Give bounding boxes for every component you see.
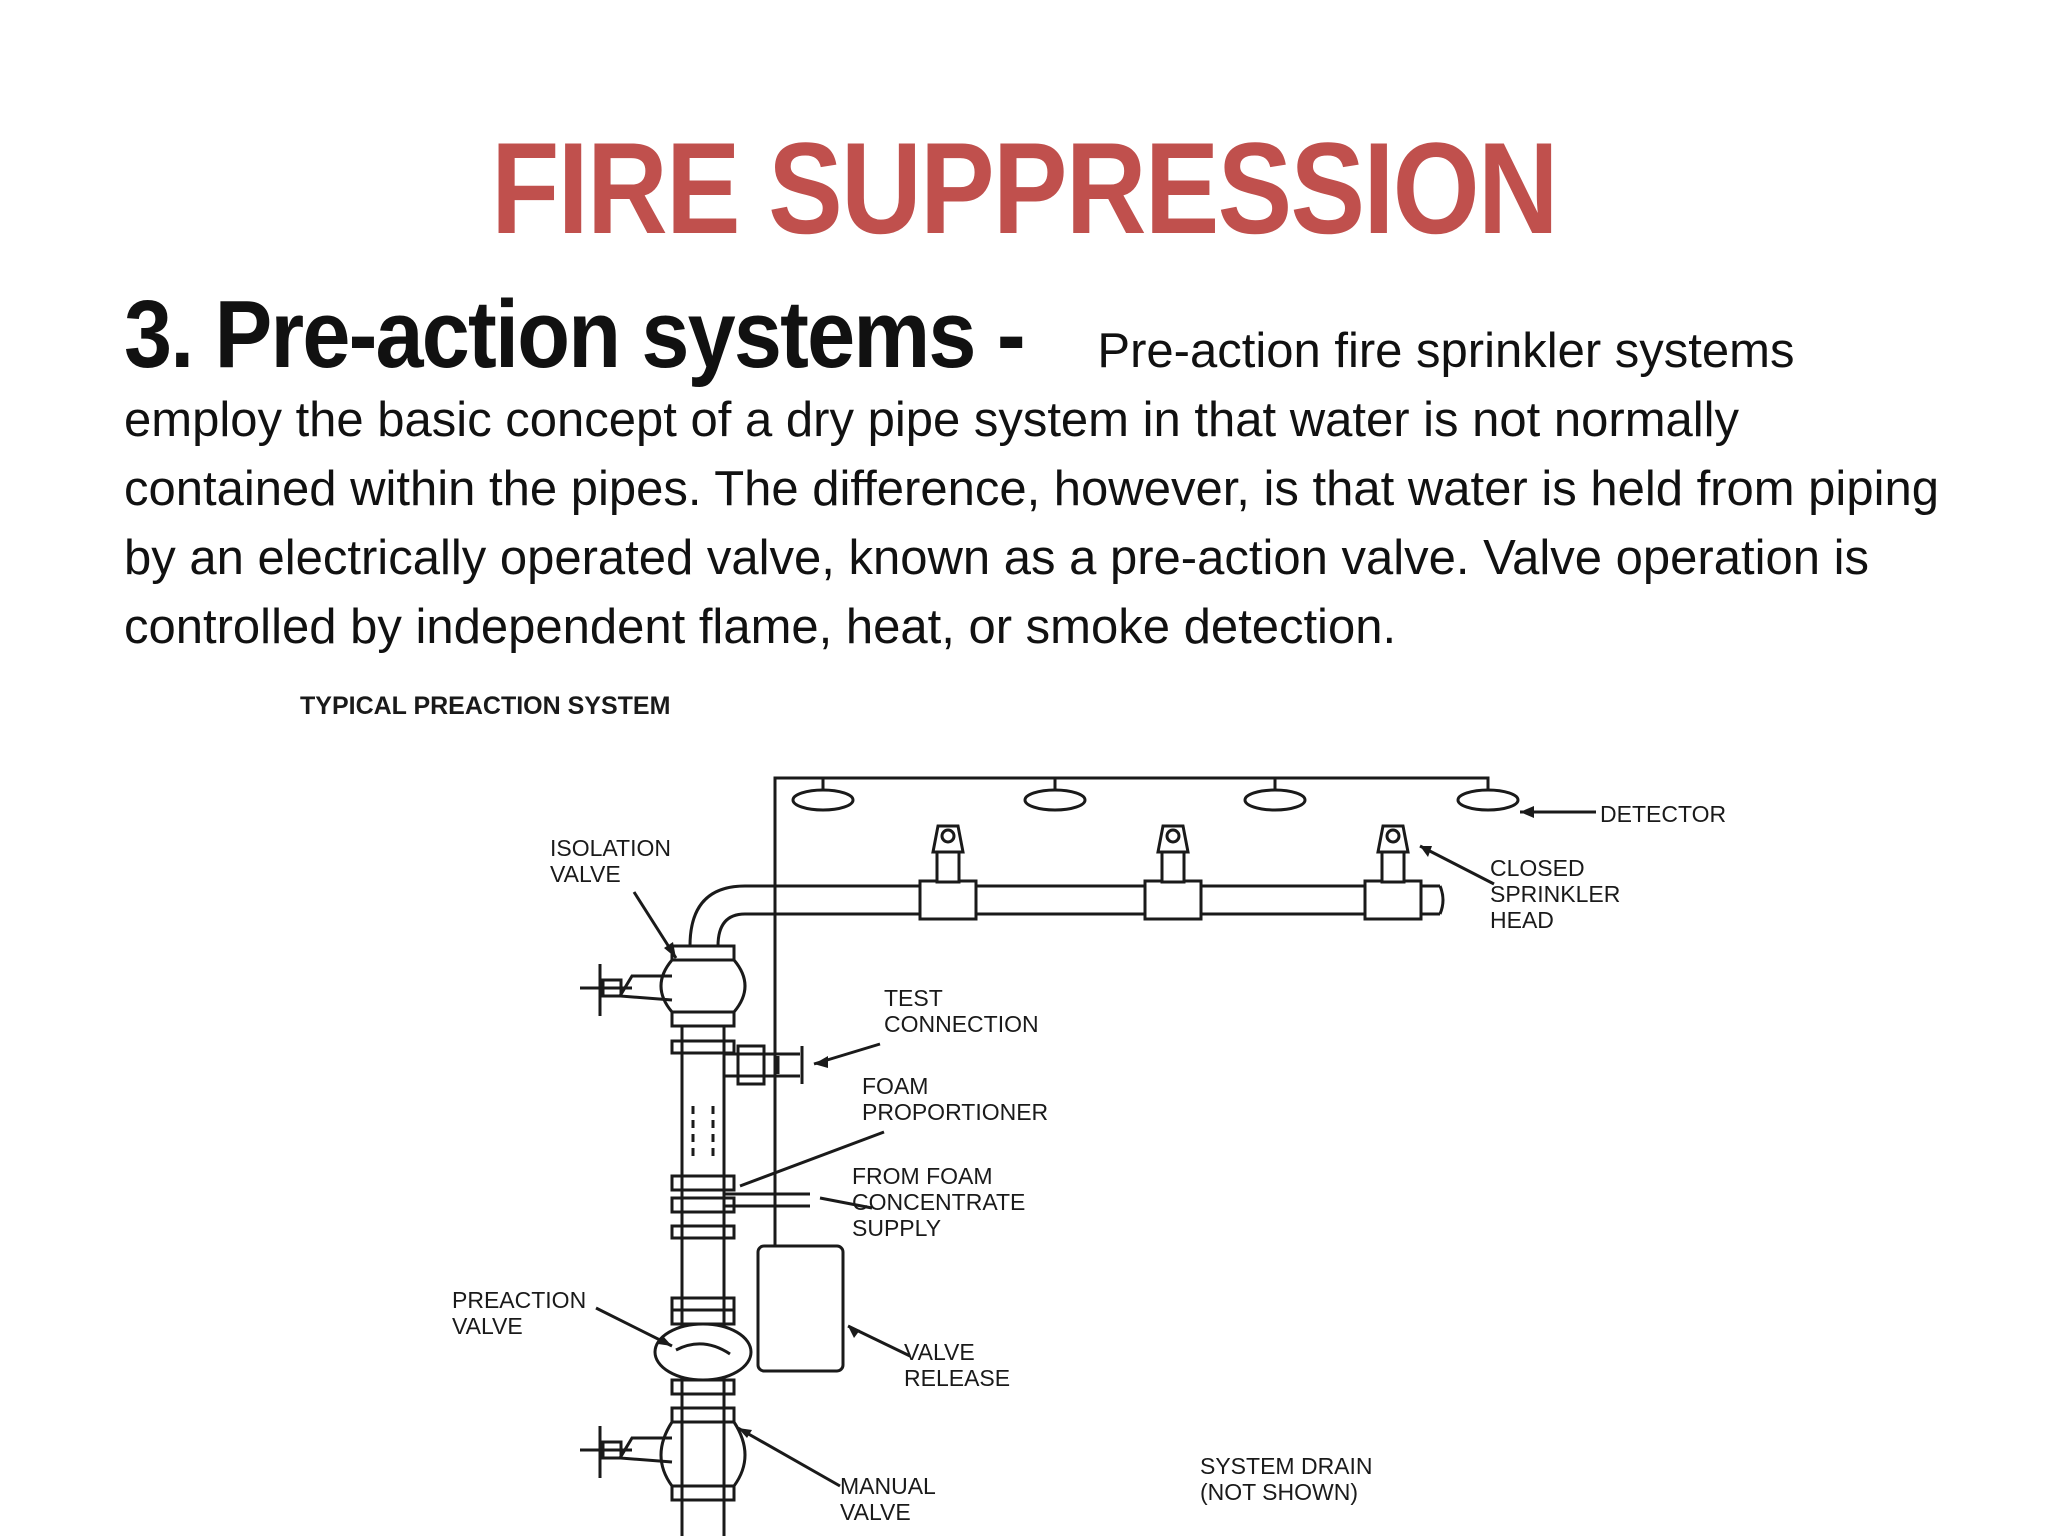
pipe-elbow	[688, 884, 746, 947]
branch-pipe	[745, 884, 1440, 916]
detector-wire	[773, 776, 1490, 794]
detector-4	[1456, 778, 1520, 812]
foam-proportioner	[670, 1106, 810, 1214]
sprinkler-head-2	[1143, 824, 1203, 921]
detector-3	[1243, 778, 1307, 812]
preaction-system-diagram: TYPICAL PREACTION SYSTEM DETECTOR ISOLAT…	[300, 692, 1726, 1536]
test-connection	[724, 1044, 804, 1086]
test-connection-label: TEST CONNECTION	[884, 985, 1039, 1037]
foam-proportioner-label: FOAM PROPORTIONER	[862, 1073, 1048, 1125]
valve-release-label: VALVE RELEASE	[904, 1339, 1010, 1391]
section-heading: 3. Pre-action systems -	[124, 281, 1026, 388]
riser-pipe	[680, 1026, 726, 1536]
isolation-valve	[580, 944, 747, 1028]
body-text: Pre-action fire sprinkler systems employ…	[124, 324, 1939, 654]
detector-label: DETECTOR	[1600, 801, 1726, 827]
sprinkler-head-1	[918, 824, 978, 921]
manual-valve	[580, 1406, 747, 1502]
isolation-valve-label: ISOLATION VALVE	[550, 835, 677, 887]
preaction-valve-label: PREACTION VALVE	[452, 1287, 593, 1339]
foam-supply-label: FROM FOAM CONCENTRATE SUPPLY	[852, 1163, 1032, 1241]
detector-1	[791, 778, 855, 812]
sprinkler-head-3	[1363, 824, 1423, 921]
manual-valve-label: MANUAL VALVE	[840, 1473, 941, 1525]
valve-release-box	[756, 1244, 845, 1373]
closed-sprinkler-head-label: CLOSED SPRINKLER HEAD	[1490, 855, 1627, 933]
preaction-valve	[653, 1308, 753, 1396]
slide-title: FIRE SUPPRESSION	[491, 115, 1559, 261]
diagram-title: TYPICAL PREACTION SYSTEM	[300, 692, 670, 720]
detector-2	[1023, 778, 1087, 812]
body-paragraph: 3. Pre-action systems - Pre-action fire …	[124, 281, 1944, 662]
system-drain-label: SYSTEM DRAIN (NOT SHOWN)	[1200, 1453, 1379, 1505]
